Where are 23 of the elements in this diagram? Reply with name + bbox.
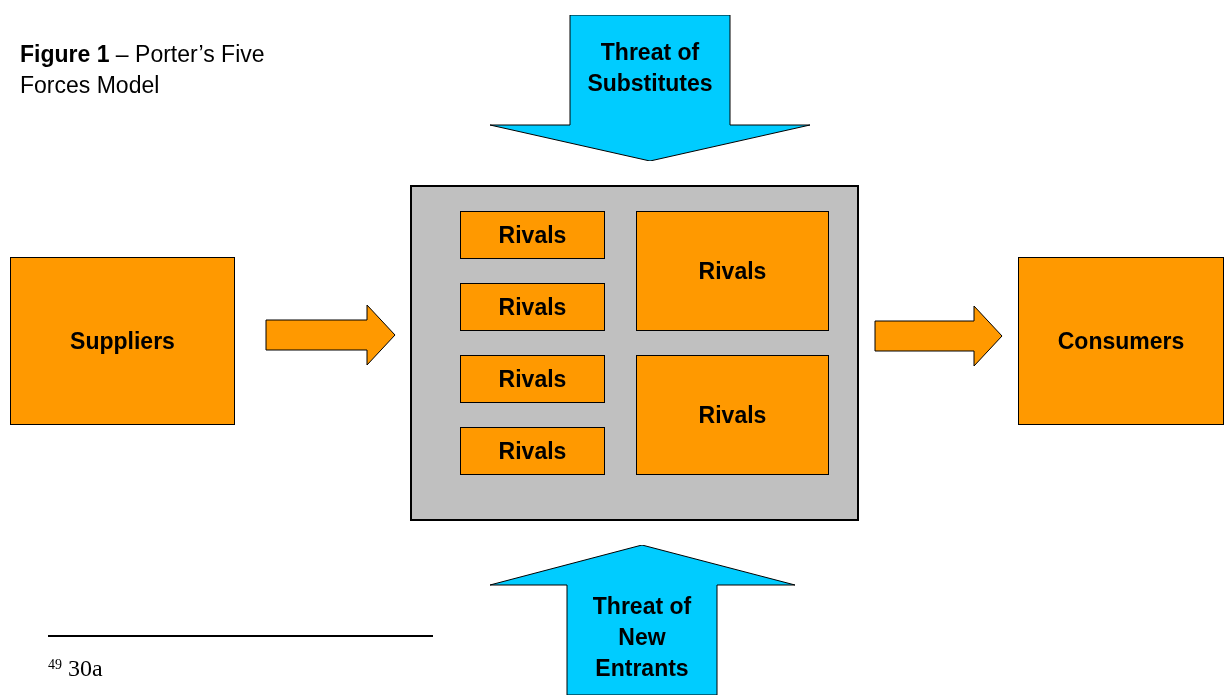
figure-title: Figure 1 – Porter’s Five Forces Model — [20, 40, 266, 100]
block-arrow — [874, 305, 1003, 367]
force-box — [636, 355, 829, 475]
box-label: Rivals — [698, 400, 767, 430]
force-box — [10, 257, 235, 425]
arrow-label: Threat of Substitutes — [586, 38, 714, 98]
box-label: Rivals — [498, 364, 567, 394]
force-box — [460, 283, 605, 331]
box-label: Consumers — [1057, 326, 1185, 356]
box-label: Rivals — [498, 292, 567, 322]
arrow-label: Threat of New Entrants — [591, 592, 693, 683]
box-label: Rivals — [698, 256, 767, 286]
footnote: $^{49}$ 30a — [48, 654, 103, 683]
box-label: Suppliers — [70, 326, 175, 356]
force-box — [460, 355, 605, 403]
box-label: Rivals — [498, 436, 567, 466]
force-box — [636, 211, 829, 331]
force-box — [460, 427, 605, 475]
force-box — [460, 211, 605, 259]
box-label: Rivals — [498, 220, 567, 250]
market-box — [410, 185, 859, 521]
block-arrow — [265, 304, 396, 366]
force-box — [1018, 257, 1224, 425]
